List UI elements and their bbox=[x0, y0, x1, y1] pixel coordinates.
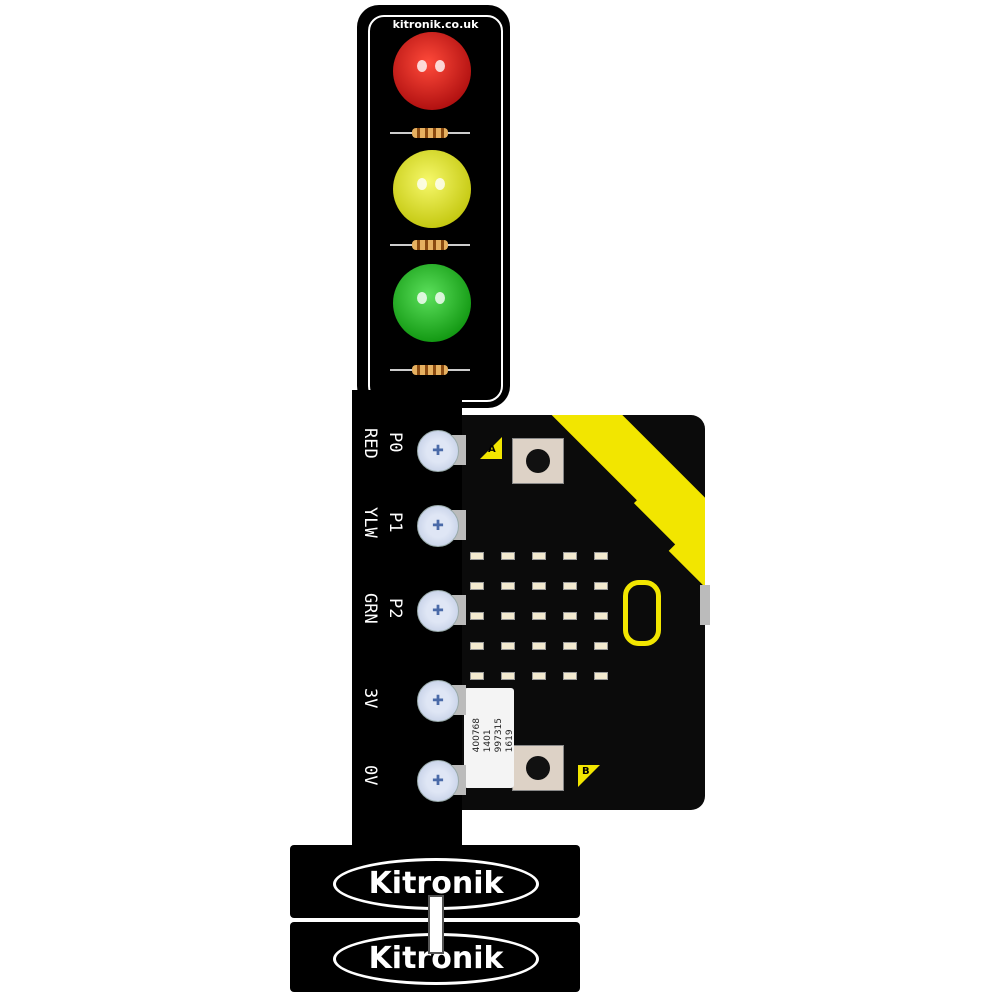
screw-icon: ✚ bbox=[417, 760, 459, 802]
matrix-led bbox=[470, 642, 484, 650]
green-led bbox=[393, 264, 471, 342]
screw-icon: ✚ bbox=[417, 680, 459, 722]
button-b-marker bbox=[578, 765, 600, 787]
label-line: 400768 bbox=[472, 718, 482, 753]
matrix-led bbox=[594, 642, 608, 650]
button-a-label: A bbox=[488, 444, 496, 455]
matrix-led bbox=[501, 642, 515, 650]
button-a-marker bbox=[480, 437, 502, 459]
matrix-led bbox=[594, 552, 608, 560]
matrix-led bbox=[470, 672, 484, 680]
matrix-led bbox=[532, 672, 546, 680]
button-a[interactable] bbox=[512, 438, 564, 484]
matrix-led bbox=[532, 582, 546, 590]
screw-icon: ✚ bbox=[417, 430, 459, 472]
pin-label: RED bbox=[360, 428, 380, 459]
screw-icon: ✚ bbox=[417, 505, 459, 547]
label-line: 1401 bbox=[483, 729, 493, 753]
pin-label: YLW bbox=[360, 507, 380, 538]
matrix-led bbox=[532, 612, 546, 620]
pin-label: P1 bbox=[385, 512, 405, 533]
pin-label: GRN bbox=[360, 593, 380, 624]
matrix-led bbox=[501, 672, 515, 680]
matrix-led bbox=[532, 552, 546, 560]
matrix-led bbox=[563, 582, 577, 590]
matrix-led bbox=[594, 672, 608, 680]
stand-post bbox=[428, 895, 444, 954]
matrix-led bbox=[470, 552, 484, 560]
website-label: kitronik.co.uk bbox=[392, 18, 479, 31]
matrix-led bbox=[563, 552, 577, 560]
pin-label: P0 bbox=[385, 432, 405, 453]
matrix-led bbox=[563, 642, 577, 650]
microbit-logo bbox=[623, 580, 661, 646]
resistor bbox=[390, 240, 470, 250]
red-led bbox=[393, 32, 471, 110]
matrix-led bbox=[470, 612, 484, 620]
button-b[interactable] bbox=[512, 745, 564, 791]
screw-icon: ✚ bbox=[417, 590, 459, 632]
pin-label: 0V bbox=[360, 765, 380, 786]
pin-label: P2 bbox=[385, 598, 405, 619]
pin-label: 3V bbox=[360, 688, 380, 709]
matrix-led bbox=[501, 552, 515, 560]
button-b-label: B bbox=[582, 766, 590, 777]
yellow-led bbox=[393, 150, 471, 228]
usb-port bbox=[700, 585, 710, 625]
matrix-led bbox=[563, 672, 577, 680]
matrix-led bbox=[501, 582, 515, 590]
matrix-led bbox=[532, 642, 546, 650]
resistor bbox=[390, 365, 470, 375]
matrix-led bbox=[594, 582, 608, 590]
resistor bbox=[390, 128, 470, 138]
matrix-led bbox=[563, 612, 577, 620]
matrix-led bbox=[470, 582, 484, 590]
label-line: 1619 bbox=[505, 729, 515, 753]
matrix-led bbox=[501, 612, 515, 620]
label-line: 997315 bbox=[494, 718, 504, 753]
matrix-led bbox=[594, 612, 608, 620]
